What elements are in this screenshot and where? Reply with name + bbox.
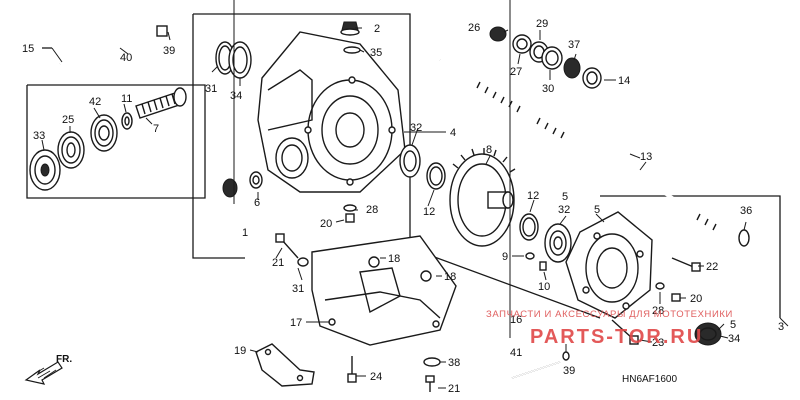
callout-41: 41: [510, 347, 522, 359]
callout-5-upper: 5: [562, 191, 568, 203]
watermark-line-1: ЗАПЧАСТИ И АКСЕССУАРЫ ДЛЯ МОТОТЕХНИКИ: [486, 309, 733, 320]
callout-12-left: 12: [423, 206, 435, 218]
callout-17: 17: [290, 317, 302, 329]
callout-18-right: 18: [444, 271, 456, 283]
washer-38: [423, 357, 441, 367]
callout-31: 31: [205, 83, 217, 95]
propeller-shaft: [439, 58, 741, 240]
callout-23: 23: [652, 337, 664, 349]
shim-34: [228, 41, 252, 79]
ring-12-right: [519, 213, 539, 241]
seal-25: [57, 131, 85, 169]
seal-5-34-right: [694, 322, 722, 346]
bearing-6: [222, 171, 263, 198]
bolt-28-20-right: [655, 282, 681, 302]
bracket-19: [255, 343, 315, 387]
callout-28-case: 28: [366, 204, 378, 216]
callout-34-lower: 34: [728, 333, 740, 345]
bolt-21-left: [275, 233, 309, 267]
callout-5-cover: 5: [594, 204, 600, 216]
breather-tube: [51, 25, 168, 66]
callout-24: 24: [370, 371, 382, 383]
pinion-gear: [135, 87, 187, 119]
bearing-42: [90, 114, 118, 152]
callout-21-lower: 21: [448, 383, 460, 395]
callout-39-lower: 39: [563, 365, 575, 377]
callout-33: 33: [33, 130, 45, 142]
callout-25: 25: [62, 114, 74, 126]
callout-42: 42: [89, 96, 101, 108]
callout-6-left: 6: [254, 197, 260, 209]
callout-3: 3: [778, 321, 784, 333]
bearing-32-right: [544, 223, 572, 263]
callout-12-right: 12: [527, 190, 539, 202]
callout-32-right: 32: [558, 204, 570, 216]
callout-11: 11: [121, 93, 132, 105]
callout-20-right: 20: [690, 293, 702, 305]
callouts: 15 40 39 2 35 31 34 42 11 7 25 33 4 32 8…: [22, 18, 784, 395]
diagram-code: HN6AF1600: [622, 374, 677, 385]
flange-33: [29, 149, 61, 191]
callout-28-right: 28: [652, 305, 664, 317]
callout-30: 30: [542, 83, 554, 95]
callout-16: 16: [510, 314, 522, 326]
callout-37: 37: [568, 39, 580, 51]
callout-2: 2: [374, 23, 380, 35]
callout-1: 1: [242, 227, 248, 239]
callout-34: 34: [230, 90, 242, 102]
callout-8: 8: [486, 144, 492, 156]
callout-7: 7: [153, 123, 159, 135]
callout-19: 19: [234, 345, 246, 357]
callout-32-case: 32: [410, 122, 422, 134]
bolt-23: [611, 319, 639, 345]
ring-36: [738, 229, 750, 247]
callout-39: 39: [163, 45, 175, 57]
leader-lines: [41, 0, 789, 389]
callout-4: 4: [450, 127, 456, 139]
callout-20-case: 20: [320, 218, 332, 230]
gear-case-cover: [565, 211, 653, 319]
callout-26: 26: [468, 22, 480, 34]
callout-29: 29: [536, 18, 548, 30]
group-outlines: [26, 13, 781, 319]
callout-14: 14: [618, 75, 630, 87]
callout-40: 40: [120, 52, 132, 64]
callout-36: 36: [740, 205, 752, 217]
bolt-24: [347, 356, 357, 383]
callout-27: 27: [510, 66, 522, 78]
ring-12-left: [426, 162, 446, 190]
drain-bolt-28: [343, 204, 357, 223]
callout-13: 13: [640, 151, 652, 163]
skid-plate: [311, 235, 457, 346]
watermark-line-2: PARTS-TOR.RU: [530, 326, 703, 348]
callout-9: 9: [502, 251, 508, 263]
callout-5-lower: 5: [730, 319, 736, 331]
shaft-parts-upper: [489, 26, 602, 89]
bolt-21-lower: [425, 375, 435, 392]
callout-35: 35: [370, 47, 382, 59]
gear-case: [257, 31, 406, 193]
callout-31-lower: 31: [292, 283, 304, 295]
bolt-22: [671, 257, 701, 272]
callout-15: 15: [22, 43, 34, 55]
bearing-11: [121, 112, 133, 130]
stud-9-10: [525, 252, 547, 271]
callout-10: 10: [538, 281, 550, 293]
front-label: FR.: [56, 354, 72, 365]
callout-22: 22: [706, 261, 718, 273]
watermark: ЗАПЧАСТИ И АКСЕССУАРЫ ДЛЯ МОТОТЕХНИКИ PA…: [486, 309, 733, 348]
front-direction-arrow: FR.: [24, 354, 72, 385]
filler-cap: [340, 21, 361, 54]
callout-38: 38: [448, 357, 460, 369]
seal-32-case: [399, 144, 421, 178]
ring-gear: [449, 148, 516, 247]
callout-18-upper: 18: [388, 253, 400, 265]
callout-21-left: 21: [272, 257, 284, 269]
